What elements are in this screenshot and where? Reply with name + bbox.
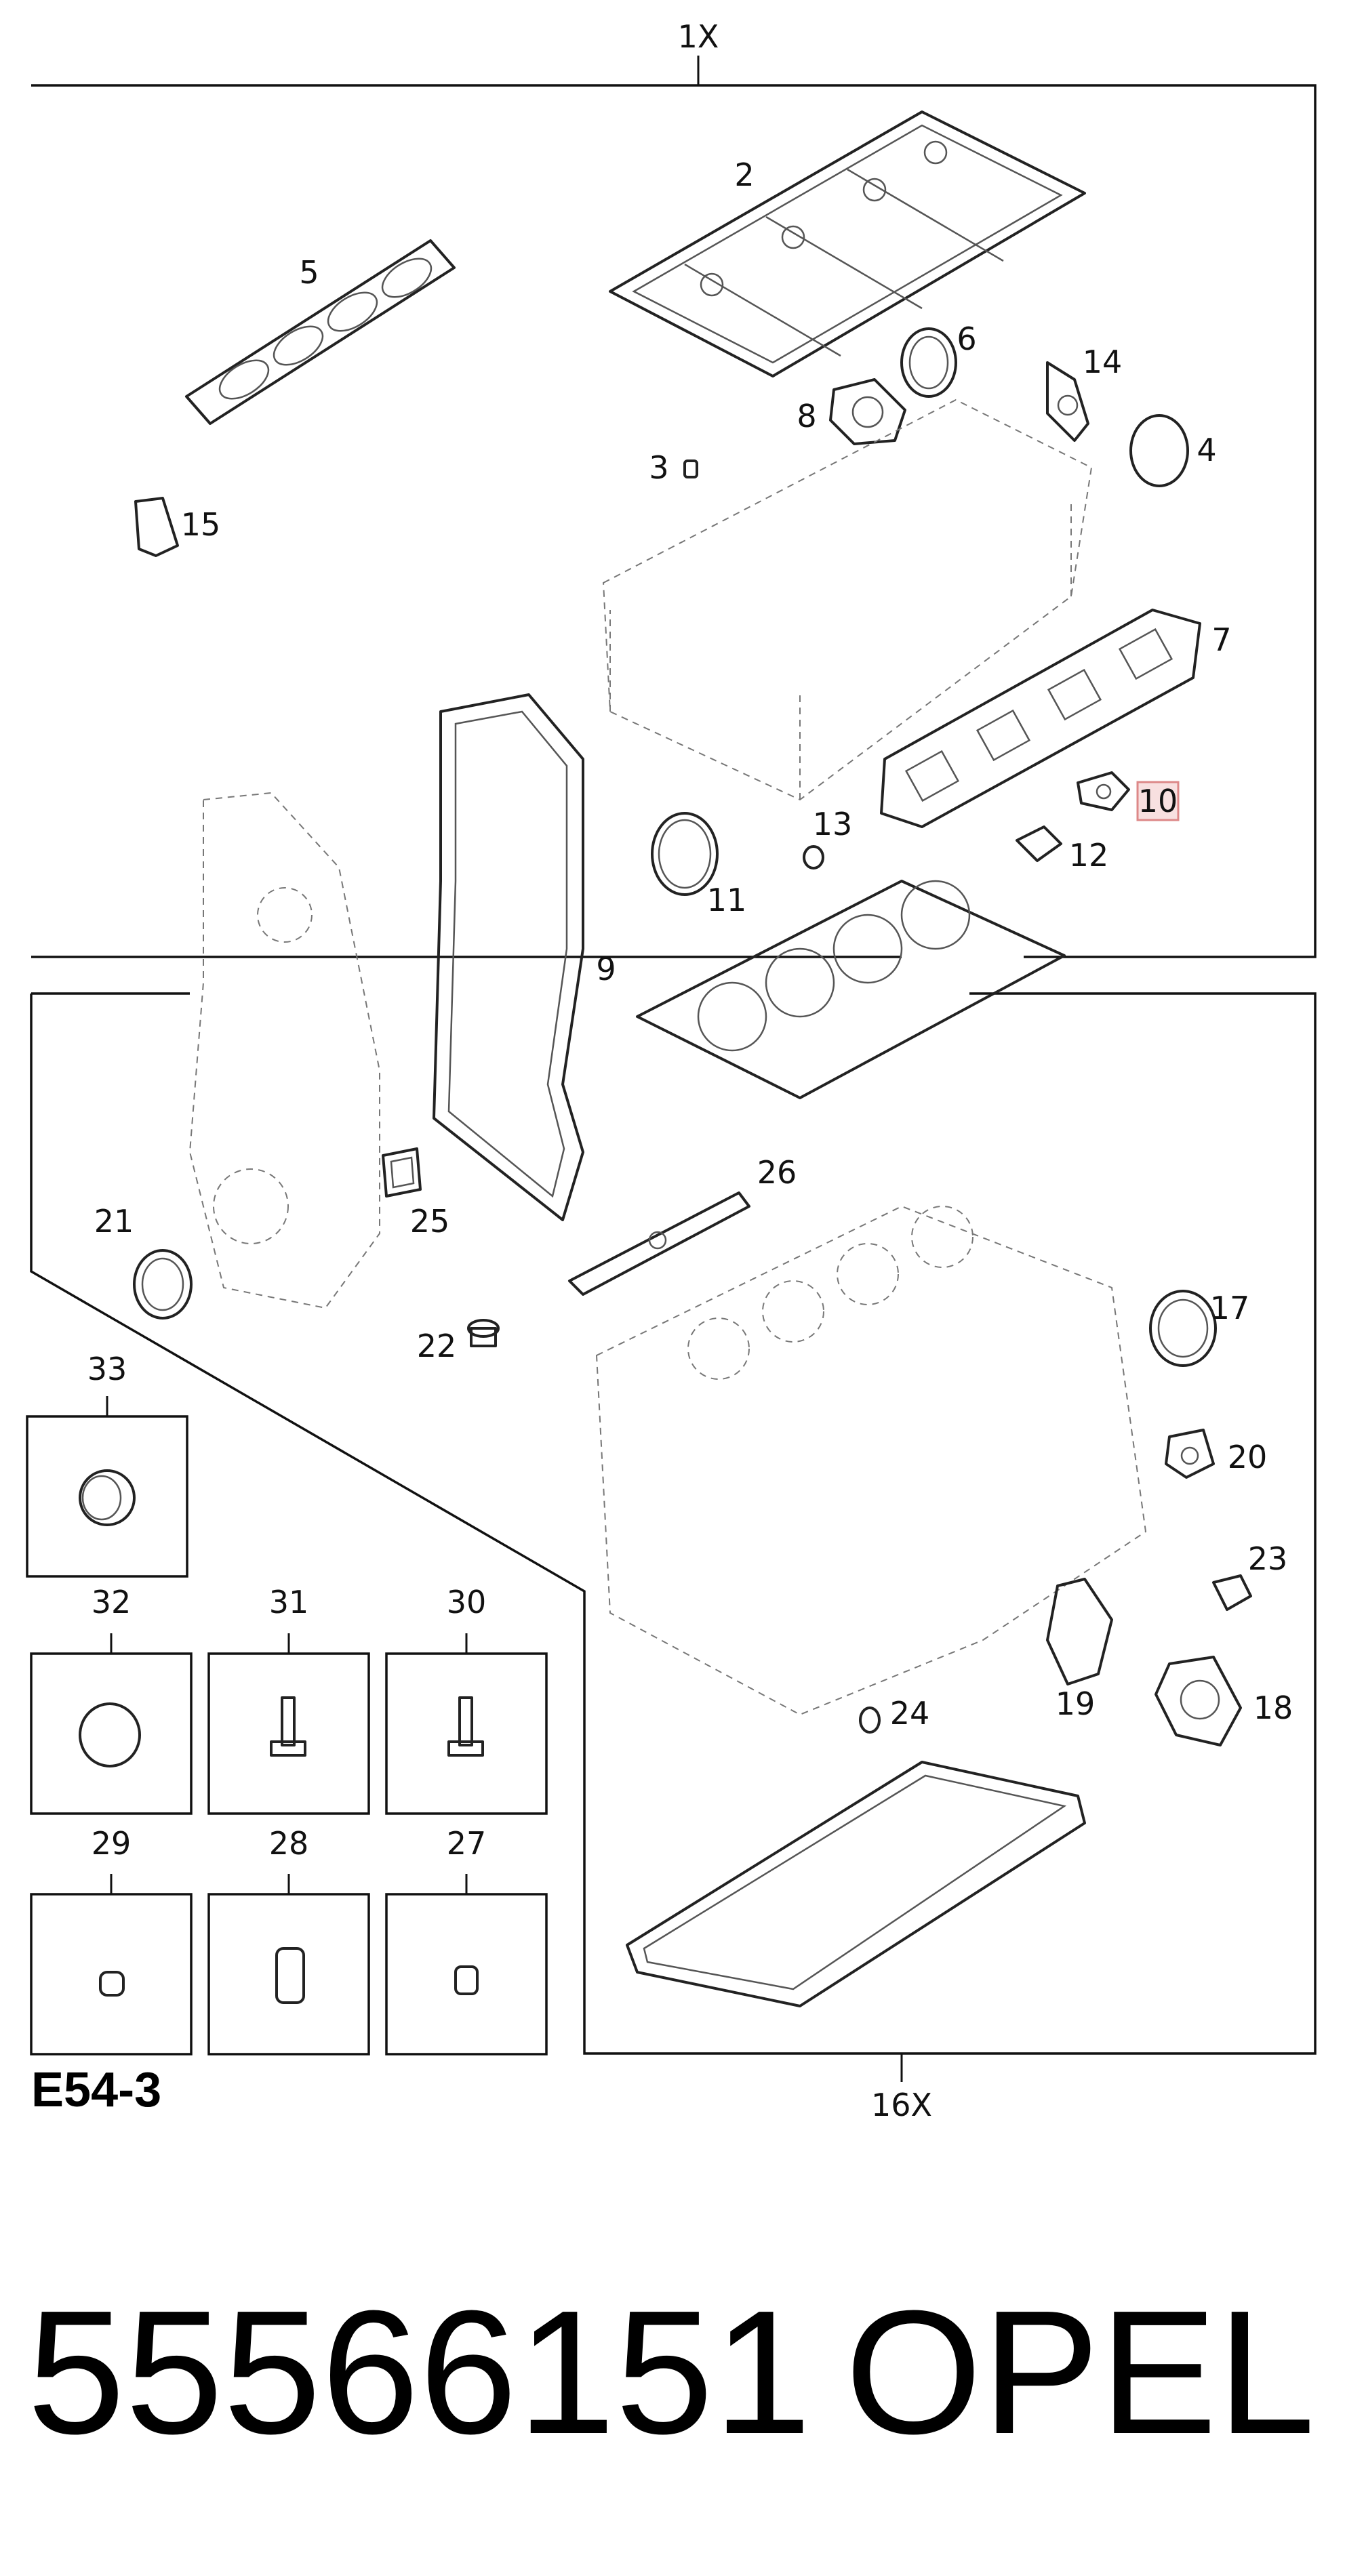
callout: 30 bbox=[447, 1584, 487, 1620]
upper-frame bbox=[31, 84, 1317, 958]
camshaft-seal-ring bbox=[900, 327, 957, 398]
gasket-23 bbox=[1212, 1574, 1252, 1611]
gasket-12 bbox=[1016, 825, 1062, 862]
box-32 bbox=[30, 1633, 193, 1815]
callout: 21 bbox=[94, 1203, 134, 1240]
callout: 33 bbox=[87, 1351, 127, 1387]
diagram-code: E54-3 bbox=[31, 2063, 161, 2117]
callout: 23 bbox=[1248, 1540, 1288, 1577]
highlight-box bbox=[1136, 781, 1180, 821]
callout: 5 bbox=[299, 254, 319, 291]
box-31 bbox=[207, 1633, 370, 1815]
engine-block-outline bbox=[595, 1205, 1147, 1716]
quantity-top-label: 1X bbox=[678, 18, 719, 55]
callout: 32 bbox=[92, 1584, 132, 1620]
callout: 4 bbox=[1197, 432, 1216, 468]
callout: 18 bbox=[1253, 1690, 1293, 1726]
timing-cover-gasket bbox=[433, 693, 584, 1221]
o-ring-4 bbox=[1129, 414, 1189, 487]
part-number: 55566151 bbox=[27, 2274, 811, 2471]
crankshaft-rear-seal bbox=[1149, 1290, 1217, 1367]
gasket-19 bbox=[1046, 1578, 1113, 1685]
timing-cover-outline bbox=[188, 792, 380, 1309]
callout-highlighted: 10 bbox=[1138, 783, 1178, 819]
callout: 19 bbox=[1056, 1685, 1096, 1722]
callout: 7 bbox=[1211, 621, 1231, 658]
crankshaft-front-seal bbox=[133, 1249, 193, 1320]
callout: 28 bbox=[269, 1825, 309, 1862]
gasket-10 bbox=[1077, 771, 1130, 811]
callout: 29 bbox=[92, 1825, 132, 1862]
gasket-8 bbox=[829, 378, 906, 445]
o-ring-24 bbox=[859, 1706, 881, 1734]
box-28 bbox=[207, 1874, 370, 2056]
callout: 17 bbox=[1210, 1290, 1250, 1326]
exhaust-manifold-gasket bbox=[880, 609, 1201, 828]
callout: 20 bbox=[1228, 1439, 1268, 1475]
gasket-15 bbox=[134, 497, 179, 557]
callout: 27 bbox=[447, 1825, 487, 1862]
box-30 bbox=[385, 1633, 548, 1815]
callout: 14 bbox=[1083, 344, 1123, 380]
cylinder-head-gasket bbox=[636, 880, 1066, 1099]
lower-frame bbox=[30, 992, 1317, 2055]
callout: 2 bbox=[734, 157, 754, 193]
callout: 8 bbox=[797, 398, 816, 434]
quantity-bottom-label: 16X bbox=[871, 2087, 932, 2123]
brand-name: OPEL bbox=[845, 2274, 1315, 2471]
callout: 9 bbox=[596, 951, 616, 987]
callout: 24 bbox=[890, 1695, 930, 1732]
box-27 bbox=[385, 1874, 548, 2056]
box-33 bbox=[26, 1396, 188, 1578]
callout: 25 bbox=[410, 1203, 450, 1240]
intake-manifold-gasket bbox=[185, 239, 456, 425]
o-ring-13 bbox=[803, 845, 824, 870]
callout: 11 bbox=[707, 882, 747, 918]
oil-pan-gasket bbox=[626, 1761, 1086, 2007]
gasket-25 bbox=[382, 1147, 422, 1198]
callout: 26 bbox=[757, 1154, 797, 1191]
cylinder-head-outline bbox=[602, 398, 1093, 801]
valve-cover-gasket bbox=[609, 110, 1086, 377]
callout: 22 bbox=[417, 1328, 457, 1364]
callout: 31 bbox=[269, 1584, 309, 1620]
o-ring-11 bbox=[651, 812, 719, 896]
gasket-26 bbox=[568, 1191, 750, 1296]
callout: 13 bbox=[813, 806, 853, 842]
gasket-20 bbox=[1165, 1429, 1215, 1479]
flange-gasket-14 bbox=[1046, 361, 1089, 442]
small-plug-3 bbox=[683, 459, 698, 478]
callout: 12 bbox=[1069, 837, 1109, 874]
gasket-18 bbox=[1155, 1656, 1242, 1746]
callout: 3 bbox=[649, 449, 668, 486]
callout: 6 bbox=[957, 321, 976, 357]
box-29 bbox=[30, 1874, 193, 2056]
plug-22 bbox=[467, 1319, 500, 1347]
callout: 15 bbox=[181, 506, 221, 543]
